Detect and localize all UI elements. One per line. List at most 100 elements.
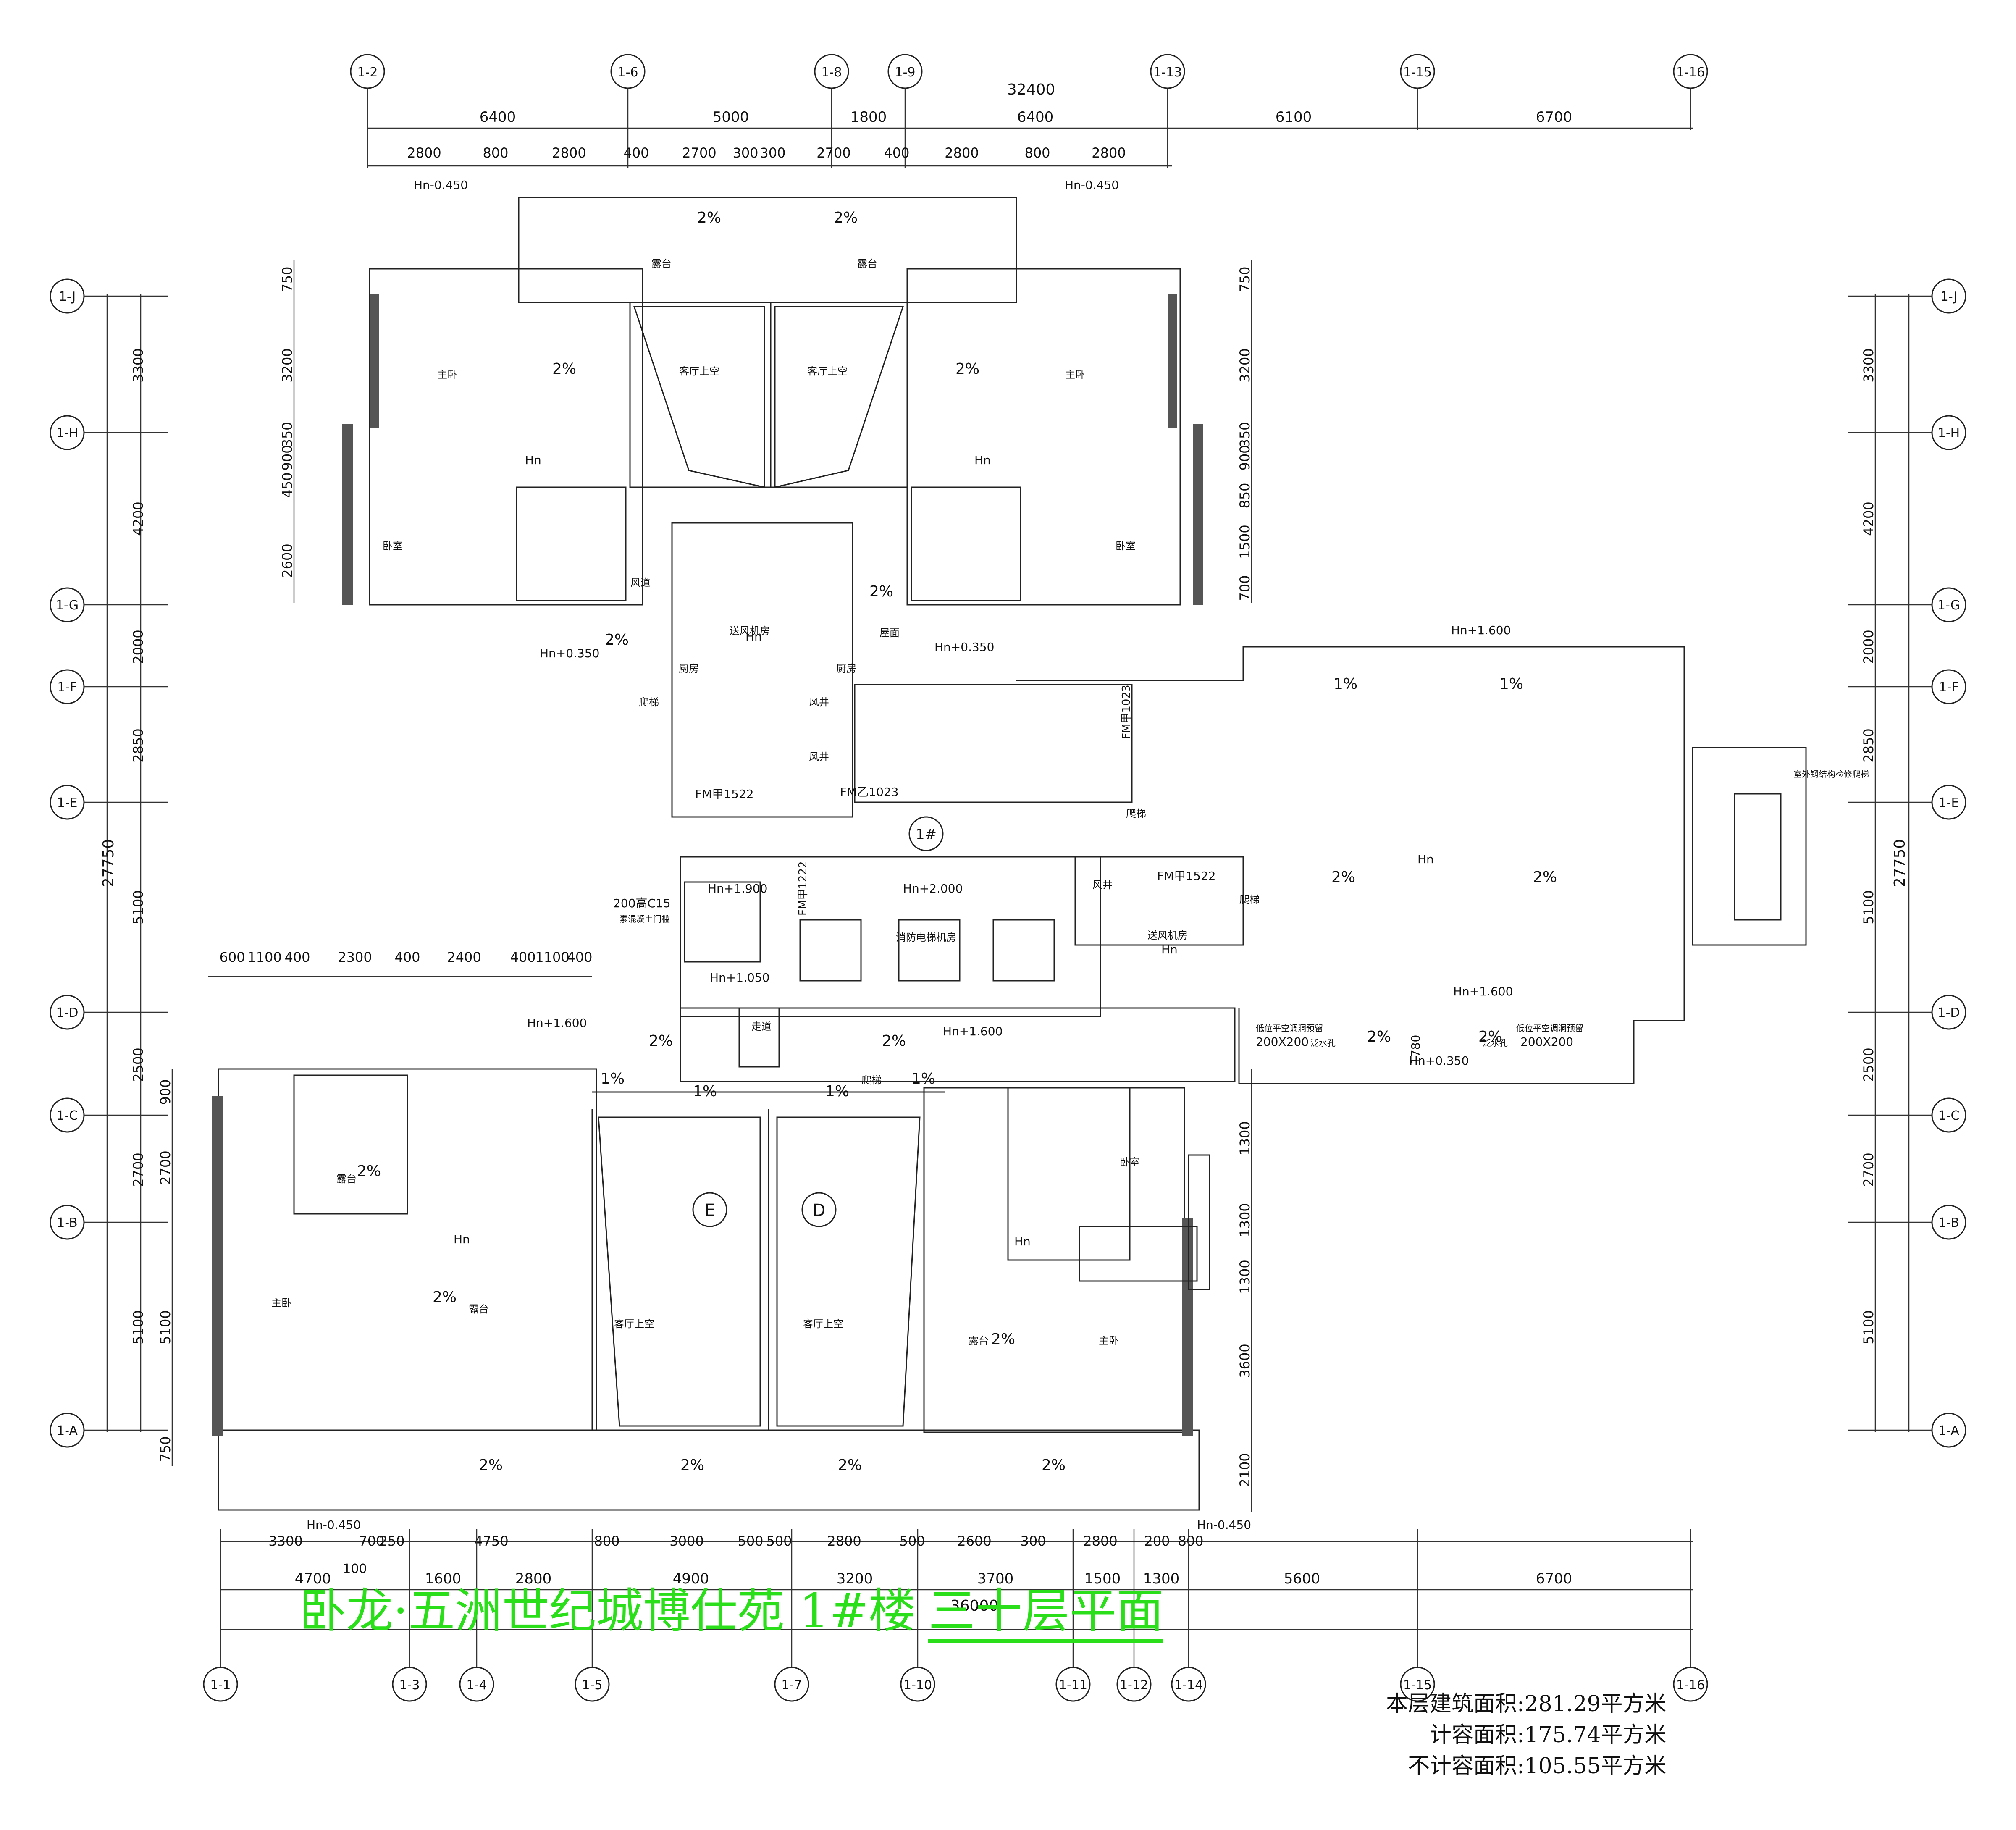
slope-s6: 2%: [838, 1457, 862, 1474]
slope-roof-4: 2%: [1533, 869, 1557, 886]
dim-bottom-total: 36000: [950, 1597, 999, 1615]
dim-right-inner-b: 3600: [1237, 1344, 1253, 1378]
label-terrace-n1: 露台: [651, 258, 672, 270]
label-void-n1: 客厅上空: [679, 365, 719, 377]
axis-bottom-label: 1-10: [903, 1678, 932, 1693]
dim-right-total: 27750: [1891, 839, 1908, 887]
label-bedroom-se: 卧室: [1120, 1156, 1140, 1168]
fm-3: FM甲1522: [1157, 869, 1216, 883]
unit-d-label: D: [813, 1201, 826, 1220]
vent-note-1: 泛水孔: [1310, 1038, 1336, 1048]
dim-mid-left: 400: [394, 949, 420, 965]
axis-right-label: 1-A: [1938, 1423, 1959, 1438]
dim-left-inner: 450: [279, 472, 295, 498]
axis-bottom-label: 1-1: [210, 1678, 231, 1693]
dim-left-inner: 2600: [279, 543, 295, 578]
axis-top-label: 1-16: [1676, 65, 1705, 80]
vent-1: 200X200: [1256, 1035, 1309, 1049]
upper-units: [342, 197, 1807, 1084]
axis-top-label: 1-15: [1403, 65, 1432, 80]
dim-top-row2: 400: [623, 145, 649, 161]
dim-top-row1: 6400: [480, 109, 516, 126]
label-master-bed-nw: 主卧: [437, 369, 457, 381]
label-kitchen-1: 厨房: [679, 663, 699, 675]
area-summary: 本层建筑面积:281.29平方米 计容面积:175.74平方米 不计容面积:10…: [1386, 1688, 1666, 1782]
label-master-bed-sw: 主卧: [271, 1297, 291, 1309]
hn-core-3: Hn+1.050: [710, 971, 769, 985]
label-air-room-e: 送风机房: [1147, 929, 1188, 941]
slope-c6: 1%: [825, 1083, 849, 1100]
area-row-building: 本层建筑面积:281.29平方米: [1386, 1691, 1667, 1717]
axis-left-label: 1-C: [57, 1108, 78, 1123]
vent-note-2: 泛水孔: [1483, 1038, 1508, 1048]
dim-right-inner-b: 1300: [1237, 1121, 1253, 1155]
axis-top-label: 1-6: [618, 65, 638, 80]
dim-right-inner: 900: [1237, 445, 1253, 470]
axis-left-label: 1-F: [57, 680, 77, 695]
slope-c1: 2%: [649, 1032, 673, 1050]
slope-roof-5: 2%: [1367, 1028, 1391, 1045]
slope-c3: 1%: [601, 1070, 625, 1087]
axis-bottom-label: 1-15: [1403, 1678, 1432, 1693]
axis-left-label: 1-G: [56, 598, 79, 613]
dim-right-inner: 850: [1237, 483, 1253, 508]
slope-n2: 2%: [834, 209, 858, 226]
dim-bottom-row2: 300: [1020, 1533, 1046, 1549]
dim-left-inner-b: 2700: [158, 1150, 173, 1184]
label-ladder-2: 爬梯: [1126, 808, 1146, 819]
dim-bottom-row2: 2800: [827, 1533, 861, 1549]
axis-left-label: 1-D: [56, 1006, 78, 1020]
label-void-s2: 客厅上空: [803, 1318, 843, 1330]
axis-top-label: 1-9: [895, 65, 916, 80]
hn-se: Hn-0.450: [1197, 1518, 1251, 1532]
axis-left-label: 1-E: [57, 796, 78, 810]
unit-e-label: E: [704, 1201, 715, 1220]
dim-right-outer: 2700: [1861, 1153, 1877, 1187]
dim-bottom-row1: 3700: [977, 1570, 1014, 1587]
axis-bottom-label: 1-3: [399, 1678, 420, 1693]
dim-bottom-row2: 2800: [1083, 1533, 1117, 1549]
label-kitchen-2: 厨房: [836, 663, 856, 675]
label-air-room-n: 送风机房: [730, 625, 770, 637]
dim-left-total: 27750: [100, 839, 117, 887]
dim-mid-left: 1100: [247, 949, 281, 965]
dim-top-row2: 2800: [407, 145, 441, 161]
dim-1780: 1780: [1409, 1035, 1423, 1065]
dim-bottom-row2: 200: [1144, 1533, 1170, 1549]
dim-top-row1: 6400: [1017, 109, 1054, 126]
axis-top-bubble: [1150, 54, 1185, 89]
dim-left-inner-b: 5100: [158, 1310, 173, 1344]
axis-right-label: 1-C: [1938, 1108, 1960, 1123]
dim-right-outer: 4200: [1861, 501, 1877, 536]
area-row-uncounted: 不计容面积:105.55平方米: [1408, 1754, 1667, 1779]
label-wind-duct: 风道: [630, 577, 651, 588]
axis-left-label: 1-J: [59, 289, 76, 304]
hn-n2: Hn+0.350: [934, 640, 994, 654]
slope-n4: 2%: [956, 360, 979, 378]
axis-top-label: 1-8: [822, 65, 842, 80]
dim-left-outer: 2000: [130, 630, 146, 664]
dim-mid-left: 2300: [338, 949, 372, 965]
dim-right-inner-b: 1300: [1237, 1260, 1253, 1294]
dim-bottom-row2: 800: [594, 1533, 620, 1549]
dim-mid-left: 600: [219, 949, 245, 965]
dim-left-inner: 900: [279, 445, 295, 470]
hn-nw: Hn-0.450: [414, 178, 468, 192]
slope-n6: 2%: [605, 631, 629, 649]
axis-top-bubble: [1400, 54, 1435, 89]
hn-core-2: Hn+1.900: [708, 882, 767, 895]
dim-bottom-row1: 6700: [1536, 1570, 1572, 1587]
lower-units: [212, 1068, 1210, 1511]
axis-right-label: 1-G: [1937, 598, 1960, 613]
hn-u6: Hn: [454, 1232, 470, 1246]
dim-top-row1: 6700: [1536, 109, 1572, 126]
axis-top-bubble: [610, 54, 646, 89]
axis-left-label: 1-A: [57, 1423, 78, 1438]
dim-left-outer: 5100: [130, 890, 146, 924]
dim-bottom-row2: 500: [899, 1533, 925, 1549]
hn-core-4: Hn+1.600: [527, 1016, 587, 1030]
hn-u7: Hn: [1014, 1234, 1031, 1248]
axis-top-bubble: [350, 54, 385, 89]
label-roof: 屋面: [879, 627, 900, 639]
